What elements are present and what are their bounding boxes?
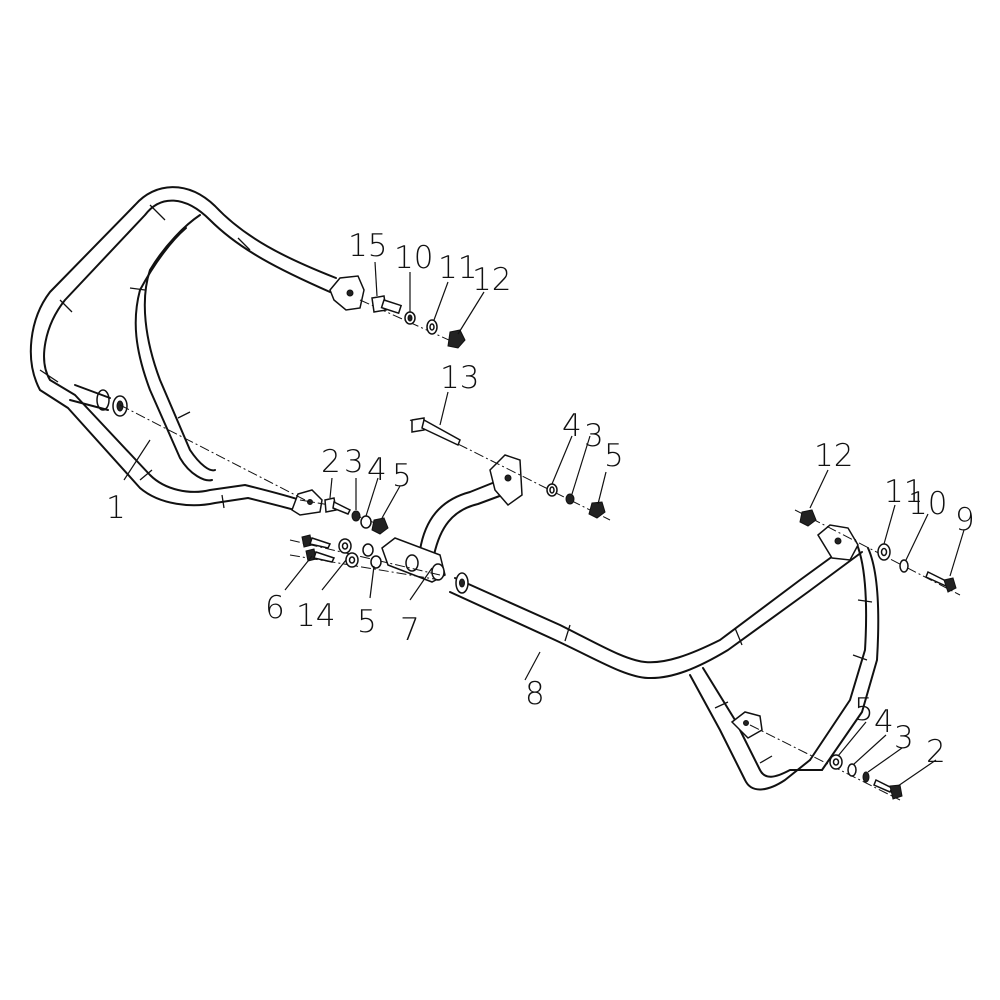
part-1-left-crash-bar <box>29 186 365 516</box>
callout-5-low: 5 <box>854 692 874 728</box>
callout-15: 15 <box>348 228 387 264</box>
callout-10-top: 10 <box>394 240 433 276</box>
hardware-top-group <box>371 295 466 349</box>
hardware-bolt-13-group <box>411 417 606 519</box>
callout-1: 1 <box>106 490 126 526</box>
hardware-left-lower-group <box>301 497 389 569</box>
leader-lines <box>123 261 965 787</box>
callout-14: 14 <box>296 598 335 634</box>
callout-9: 9 <box>955 502 975 538</box>
hardware-right-lower-group <box>829 754 903 800</box>
callout-8: 8 <box>525 676 545 712</box>
callout-3-left: 3 <box>344 444 364 480</box>
callout-5-mid: 5 <box>357 604 377 640</box>
part-8-right-crash-bar <box>449 524 880 791</box>
callout-labels: 1 2 3 4 5 6 14 5 7 8 13 4 3 5 15 10 11 1… <box>106 228 975 770</box>
callout-3-mid: 3 <box>584 418 604 454</box>
callout-12-right: 12 <box>814 438 853 474</box>
callout-4-left: 4 <box>367 452 387 488</box>
callout-12-top: 12 <box>472 262 511 298</box>
callout-10-right: 10 <box>908 486 947 522</box>
callout-2-low: 2 <box>926 734 946 770</box>
callout-2-left: 2 <box>321 444 341 480</box>
callout-5-right: 5 <box>604 438 624 474</box>
callout-11-right: 11 <box>884 474 923 510</box>
callout-4-low: 4 <box>874 704 894 740</box>
callout-11-top: 11 <box>438 250 477 286</box>
callout-5-left: 5 <box>392 458 412 494</box>
hardware-right-upper-group <box>799 509 957 593</box>
callout-7: 7 <box>400 612 420 648</box>
callout-6: 6 <box>265 590 285 626</box>
callout-13: 13 <box>440 360 479 396</box>
callout-3-low: 3 <box>894 720 914 756</box>
callout-4-mid: 4 <box>562 408 582 444</box>
